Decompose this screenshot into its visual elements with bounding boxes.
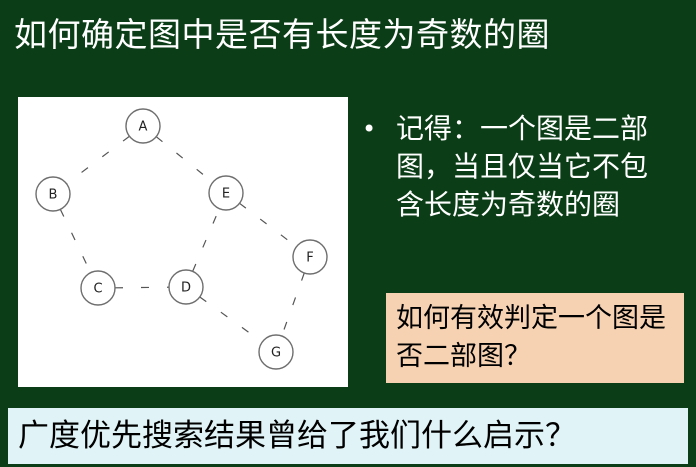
node-E: E: [208, 175, 244, 211]
node-circle-F: [292, 239, 328, 275]
question-callout: 如何有效判定一个图是否二部图？: [386, 293, 684, 383]
edge-A-E: [155, 136, 214, 183]
node-F: F: [292, 239, 328, 275]
edge-C-D: [114, 286, 170, 289]
slide-title: 如何确定图中是否有长度为奇数的圈: [14, 15, 550, 54]
bottom-question-bar: 广度优先搜索结果曾给了我们什么启示？: [8, 408, 688, 464]
node-label-G: G: [271, 346, 281, 361]
node-label-E: E: [222, 187, 230, 202]
node-circle-G: [258, 334, 294, 370]
node-circle-A: [125, 108, 161, 144]
edge-D-G: [199, 296, 263, 343]
node-circle-E: [208, 175, 244, 211]
node-A: A: [125, 108, 161, 144]
node-label-B: B: [49, 188, 58, 203]
bullet-dot: •: [362, 115, 377, 143]
node-G: G: [258, 334, 294, 370]
node-label-D: D: [181, 281, 191, 296]
bullet-text: 记得：一个图是二部图，当且仅当它不包含长度为奇数的圈: [396, 112, 649, 221]
node-circle-C: [80, 270, 116, 306]
node-B: B: [35, 176, 71, 212]
edge-B-C: [59, 209, 92, 273]
node-circle-B: [35, 176, 71, 212]
node-label-F: F: [306, 251, 313, 266]
graph-diagram: A B C D E F G: [35, 108, 328, 370]
edge-A-B: [66, 135, 130, 185]
bullet-point: • 记得：一个图是二部图，当且仅当它不包含长度为奇数的圈: [362, 110, 682, 224]
edge-E-F: [239, 202, 297, 248]
node-label-C: C: [93, 282, 102, 297]
node-C: C: [80, 270, 116, 306]
node-label-A: A: [139, 120, 148, 135]
graph-diagram-panel: A B C D E F G: [18, 97, 348, 387]
edge-D-E: [192, 208, 220, 272]
node-circle-D: [168, 269, 204, 305]
node-D: D: [168, 269, 204, 305]
edge-F-G: [281, 272, 305, 337]
